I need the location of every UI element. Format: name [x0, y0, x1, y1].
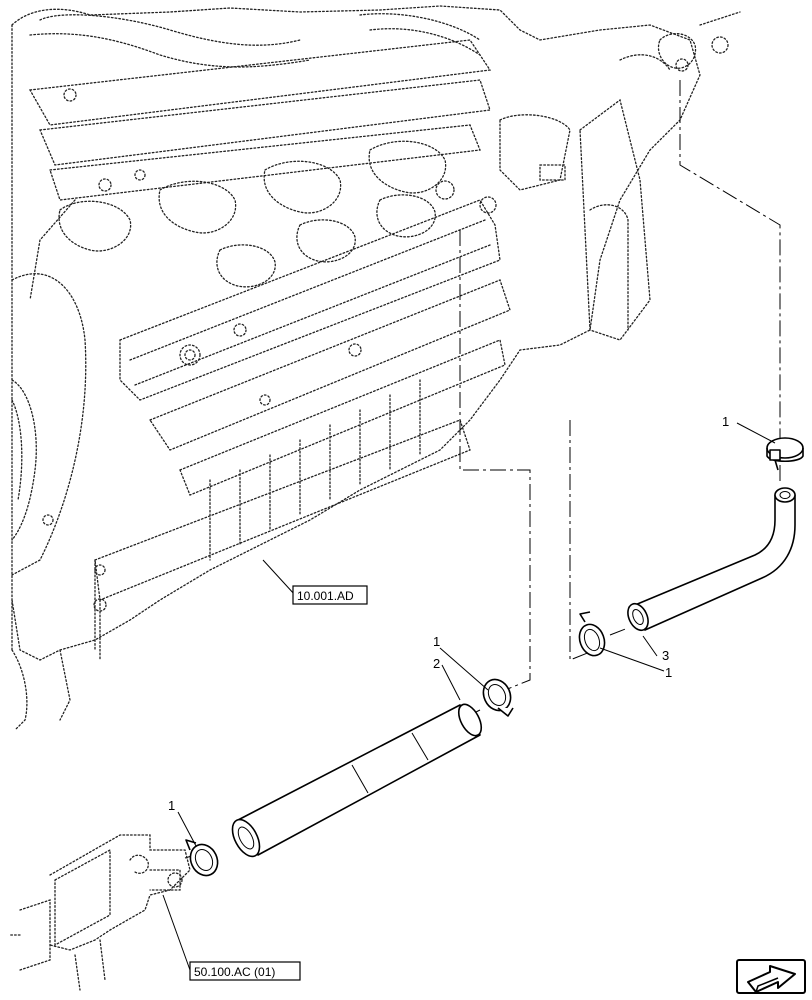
engine-block-drawing — [11, 5, 741, 731]
hose-2 — [231, 703, 483, 858]
routing-centerlines — [184, 80, 781, 859]
clamp-mid — [482, 678, 514, 717]
callout-clamp-mid: 1 — [433, 634, 440, 649]
hose-3 — [627, 487, 796, 632]
callout-clamp-mid-right: 1 — [665, 665, 672, 680]
callout-clamp-bottom: 1 — [168, 798, 175, 813]
reference-fitting[interactable]: 50.100.AC (01) — [189, 961, 301, 981]
reference-engine-block[interactable]: 10.001.AD — [292, 585, 368, 605]
clamp-mid-right — [578, 611, 606, 657]
callout-hose-2: 2 — [433, 656, 440, 671]
callout-hose-3: 3 — [662, 648, 669, 663]
leader-lines — [162, 422, 776, 971]
fitting-drawing — [9, 834, 191, 991]
reference-engine-block-label: 10.001.AD — [297, 589, 354, 603]
clamp-top — [766, 437, 804, 471]
callout-clamp-top: 1 — [722, 414, 729, 429]
clamp-bottom — [185, 839, 219, 877]
reference-fitting-label: 50.100.AC (01) — [194, 965, 275, 979]
next-page-arrow-icon[interactable] — [736, 959, 806, 994]
